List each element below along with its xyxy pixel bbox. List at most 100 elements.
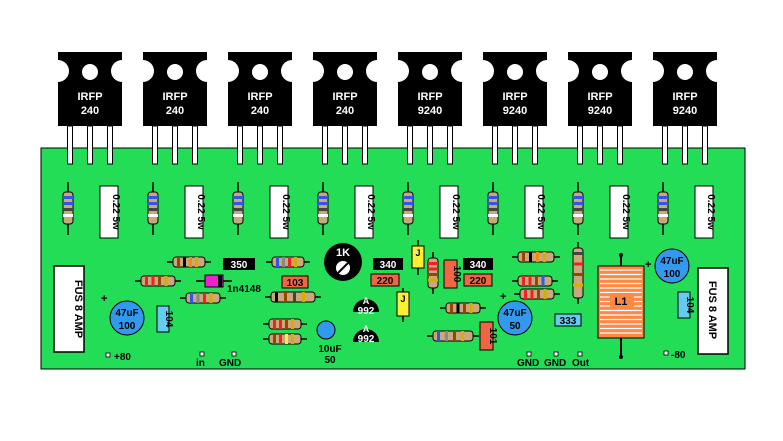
svg-text:50: 50 [509, 321, 521, 332]
trimmer-1k: 1K [324, 243, 362, 281]
resistor-r9 [440, 302, 486, 314]
svg-text:0.22 5w: 0.22 5w [195, 194, 206, 230]
svg-text:9240: 9240 [588, 105, 612, 117]
svg-text:GND: GND [517, 358, 539, 369]
transistor-a992-2: A 992 [353, 324, 379, 345]
svg-text:+: + [645, 259, 651, 271]
svg-text:340: 340 [470, 260, 487, 271]
svg-text:9240: 9240 [673, 105, 697, 117]
resistor-r1 [167, 256, 211, 268]
svg-text:IRFP: IRFP [77, 91, 102, 103]
chip-350: 350 [223, 258, 255, 271]
svg-text:104: 104 [684, 297, 695, 314]
fuse-left-label: FUS 8 AMP [72, 280, 84, 338]
svg-text:50: 50 [324, 355, 336, 366]
svg-text:0.22 5w: 0.22 5w [110, 194, 121, 230]
terminal-plus80: +80 [105, 352, 131, 363]
cap-mid-47uf: 47uF 50 + [497, 291, 533, 336]
svg-text:+: + [500, 291, 506, 303]
mosfet-6: IRFP 9240 [483, 52, 547, 165]
resistor-r11 [512, 251, 560, 263]
svg-text:IRFP: IRFP [417, 91, 442, 103]
svg-text:0.22 5w: 0.22 5w [450, 194, 461, 230]
svg-text:A: A [363, 324, 370, 334]
chip-103: 103 [281, 275, 309, 289]
cap-left-47uf: 47uF 100 + [101, 293, 145, 336]
svg-text:0.22 5w: 0.22 5w [535, 194, 546, 230]
mosfet-5: IRFP 9240 [398, 52, 462, 165]
svg-text:103: 103 [287, 278, 304, 289]
terminal-out: Out [572, 351, 590, 369]
svg-text:IRFP: IRFP [162, 91, 187, 103]
svg-text:0.22 5w: 0.22 5w [620, 194, 631, 230]
mosfet-4: IRFP 240 [313, 52, 377, 165]
terminal-in: in [196, 351, 205, 369]
svg-text:IRFP: IRFP [502, 91, 527, 103]
svg-text:0.22 5w: 0.22 5w [365, 194, 376, 230]
chip-340a: 340 [373, 258, 403, 271]
svg-text:100: 100 [664, 269, 681, 280]
svg-text:333: 333 [560, 316, 577, 327]
svg-text:GND: GND [544, 358, 566, 369]
chip-340b: 340 [463, 258, 493, 271]
resistor-r2 [135, 275, 181, 287]
resistor-r4 [266, 256, 310, 268]
emitter-resistors-2: 0.22 5w [147, 182, 206, 239]
terminal-gnd1: GND [219, 351, 241, 369]
chip-101: 101 [479, 321, 498, 351]
fuse-right: FUS 8 AMP [697, 267, 729, 355]
svg-text:47uF: 47uF [115, 308, 138, 319]
resistor-r13 [514, 288, 560, 300]
diode-1n4148: 1n4148 [196, 274, 261, 295]
resistor-r7 [263, 333, 307, 345]
fuse-left: FUS 8 AMP [53, 265, 85, 353]
svg-text:220: 220 [470, 276, 487, 287]
svg-text:9240: 9240 [418, 105, 442, 117]
terminal-gnd3: GND [544, 351, 566, 369]
svg-text:0.22 5w: 0.22 5w [705, 194, 716, 230]
jumper-j1: J [411, 240, 425, 275]
svg-text:+: + [101, 293, 107, 305]
svg-text:104: 104 [163, 311, 174, 328]
svg-text:J: J [415, 248, 420, 258]
chip-104a: 104 [156, 305, 174, 333]
resistor-r12 [512, 275, 558, 287]
svg-text:9240: 9240 [503, 105, 527, 117]
svg-text:220: 220 [377, 276, 394, 287]
resistor-r10 [427, 330, 479, 342]
cap-small-10uf: 10uF 50 [316, 320, 342, 366]
svg-text:Out: Out [572, 358, 590, 369]
mosfet-1: IRFP 240 [58, 52, 122, 165]
cap-right-47uf: 47uF 100 + [645, 248, 690, 284]
mosfet-7: IRFP 9240 [568, 52, 632, 165]
fuse-right-label: FUS 8 AMP [706, 281, 718, 339]
terminal-gnd2: GND [517, 351, 539, 369]
svg-text:A: A [363, 296, 370, 306]
inductor-l1: L1 [597, 253, 645, 359]
svg-text:240: 240 [81, 105, 99, 117]
svg-text:IRFP: IRFP [587, 91, 612, 103]
chip-220a: 220 [370, 273, 400, 287]
svg-text:340: 340 [380, 260, 397, 271]
mosfet-3: IRFP 240 [228, 52, 292, 165]
svg-text:100: 100 [451, 266, 462, 283]
svg-text:IRFP: IRFP [332, 91, 357, 103]
svg-text:+80: +80 [114, 352, 131, 363]
svg-text:47uF: 47uF [660, 256, 683, 267]
svg-text:10uF: 10uF [318, 344, 341, 355]
svg-text:101: 101 [487, 328, 498, 345]
svg-text:240: 240 [251, 105, 269, 117]
svg-text:1n4148: 1n4148 [227, 284, 261, 295]
svg-text:GND: GND [219, 358, 241, 369]
chip-333: 333 [554, 313, 582, 327]
svg-text:240: 240 [336, 105, 354, 117]
terminal-minus80: -80 [663, 350, 686, 361]
svg-text:in: in [196, 358, 205, 369]
emitter-resistors-4: 0.22 5w [317, 182, 376, 239]
resistor-r6 [263, 318, 307, 330]
svg-text:350: 350 [231, 260, 248, 271]
svg-text:IRFP: IRFP [247, 91, 272, 103]
svg-text:-80: -80 [671, 350, 686, 361]
